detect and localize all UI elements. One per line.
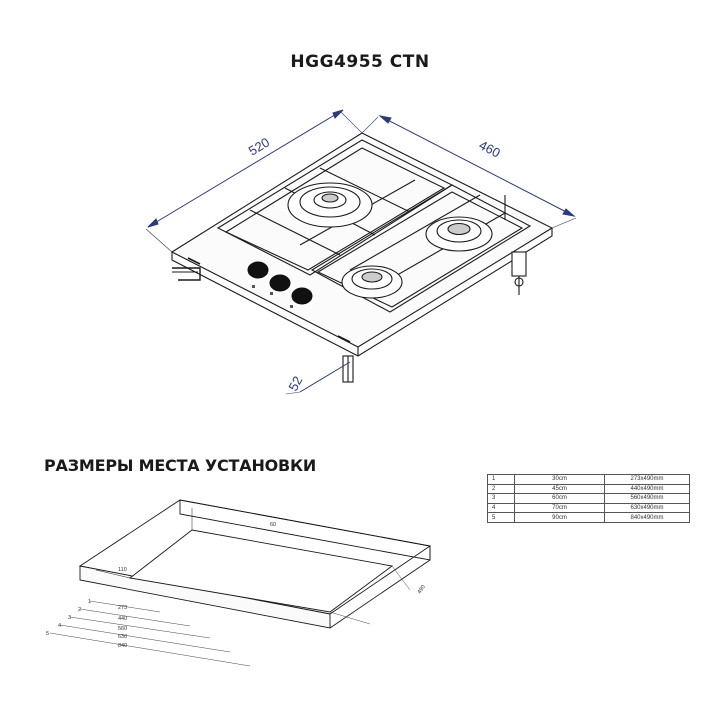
cutout-drawing — [78, 499, 432, 629]
row-index: 1 — [487, 474, 515, 485]
hob-size: 60cm — [514, 493, 605, 504]
width-value: 273 — [118, 605, 127, 611]
table-row: 3 60cm 560x490mm — [487, 493, 690, 504]
cutout-size: 560x490mm — [604, 493, 690, 504]
cutout-size: 273x490mm — [604, 474, 690, 485]
control-knobs — [247, 261, 313, 305]
row-index: 3 — [487, 493, 515, 504]
dim-depth-label: 460 — [477, 137, 503, 160]
dim-height-label: 52 — [285, 374, 305, 394]
width-value: 630 — [118, 634, 127, 640]
hob-outline — [170, 132, 554, 383]
cutout-size-table: 1 30cm 273x490mm 2 45cm 440x490mm 3 60cm… — [487, 474, 690, 523]
table-row: 1 30cm 273x490mm — [487, 474, 690, 485]
row-number: 1 — [88, 599, 91, 605]
table-row: 2 45cm 440x490mm — [487, 483, 690, 495]
table-row: 4 70cm 630x490mm — [487, 502, 690, 514]
cutout-depth: 490 — [417, 584, 427, 595]
cutout-size: 840x490mm — [604, 512, 690, 523]
row-number: 3 — [68, 615, 71, 621]
cutout-size: 440x490mm — [604, 483, 690, 495]
width-value: 840 — [118, 643, 127, 649]
cutout-dimension-lines — [49, 565, 411, 667]
row-number: 4 — [58, 623, 61, 629]
cutout-width-values: 273 440 560 630 840 — [118, 605, 127, 649]
width-value: 560 — [118, 626, 127, 632]
hob-size: 30cm — [514, 474, 605, 485]
row-index: 4 — [487, 502, 515, 514]
table-row: 5 90cm 840x490mm — [487, 512, 690, 523]
dimension-lines — [145, 109, 577, 395]
row-number: 2 — [78, 607, 81, 613]
row-number: 5 — [46, 631, 49, 637]
hob-size: 45cm — [514, 483, 605, 495]
knob-3 — [291, 287, 313, 305]
row-index: 2 — [487, 483, 515, 495]
cutout-back-offset: 60 — [270, 522, 276, 528]
hob-size: 90cm — [514, 512, 605, 523]
knob-1 — [247, 261, 269, 279]
installation-section-title: РАЗМЕРЫ МЕСТА УСТАНОВКИ — [44, 456, 317, 475]
width-value: 440 — [118, 616, 127, 622]
model-title: HGG4955 CTN — [290, 52, 430, 72]
cutout-size: 630x490mm — [604, 502, 690, 514]
knob-2 — [269, 274, 291, 292]
cutout-row-numbers: 1 2 3 4 5 — [46, 599, 91, 637]
hob-size: 70cm — [514, 502, 605, 514]
row-index: 5 — [487, 512, 515, 523]
cutout-side-offset: 110 — [118, 567, 127, 573]
